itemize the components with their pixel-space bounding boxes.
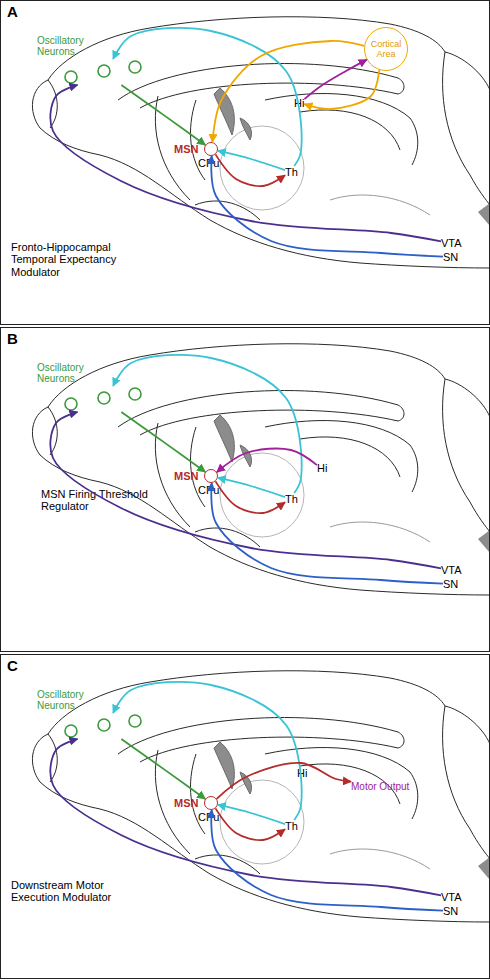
region-node: Hi <box>317 462 327 474</box>
brain-section <box>32 17 490 268</box>
region-node: SN <box>443 251 458 263</box>
region-label: SN <box>443 578 458 590</box>
connector-arrow <box>218 805 285 824</box>
neuron-circle: Cortical Area <box>364 27 408 71</box>
connector-arrow <box>215 154 285 186</box>
panel-letter: C <box>7 658 18 675</box>
region-node: VTA <box>441 237 462 249</box>
figure-panel: Cortical AreaHi Oscillatory NeuronsMSN ThV… <box>0 0 490 325</box>
region-node: VTA <box>441 891 462 903</box>
neuron-symbol <box>65 71 77 83</box>
region-label: VTA <box>441 564 462 576</box>
neuron-symbols <box>63 59 143 85</box>
connector-arrow <box>212 41 364 142</box>
connector-arrow <box>121 739 205 799</box>
connector-arrow <box>121 85 205 145</box>
region-label: CPu <box>198 811 219 823</box>
neuron-label: MSN <box>174 797 198 809</box>
region-label: CPu <box>198 484 219 496</box>
connector-arrow <box>211 483 443 584</box>
region-label: Hi <box>317 462 327 474</box>
neuron-label: MSN <box>174 470 198 482</box>
connector-arrow <box>304 70 379 109</box>
connector-arrow <box>113 28 301 166</box>
panel-title: Downstream Motor Execution Modulator <box>11 879 151 904</box>
connector-arrow <box>217 449 317 473</box>
region-label: SN <box>443 905 458 917</box>
region-node: VTA <box>441 564 462 576</box>
region-label: CPu <box>198 157 219 169</box>
neuron-circle: MSN <box>204 469 218 483</box>
neuron-circle: MSN <box>204 142 218 156</box>
neuron-symbol <box>129 61 141 73</box>
panel-letter: B <box>7 331 18 348</box>
connector-arrow <box>50 85 441 241</box>
output-label: Motor Output <box>351 781 409 792</box>
neuron-symbol <box>129 715 141 727</box>
panel-title: Fronto-Hippocampal Temporal Expectancy M… <box>11 241 151 278</box>
region-label: Th <box>285 493 298 505</box>
region-node: Hi <box>297 767 307 779</box>
neuron-symbols <box>63 713 143 739</box>
neuron-symbol <box>98 719 110 731</box>
connector-arrow <box>304 60 366 99</box>
connector-arrow <box>215 481 285 513</box>
region-label: Hi <box>297 767 307 779</box>
connector-arrow <box>50 412 441 568</box>
region-node: Th <box>285 166 298 178</box>
region-node: SN <box>443 905 458 917</box>
region-label: Th <box>285 166 298 178</box>
panel-letter: A <box>7 4 18 21</box>
region-label: Th <box>285 820 298 832</box>
neuron-symbols <box>63 386 143 412</box>
area-label: Cortical Area <box>365 39 407 59</box>
connector-arrow <box>215 808 285 840</box>
neuron-circle: MSN <box>204 796 218 810</box>
neuron-symbol <box>98 65 110 77</box>
connector-arrow <box>121 412 205 472</box>
region-node: Th <box>285 493 298 505</box>
neuron-symbol <box>98 392 110 404</box>
region-node: SN <box>443 578 458 590</box>
panel-title: MSN Firing Threshold Regulator <box>41 488 171 513</box>
brain-section <box>32 344 490 595</box>
region-label: VTA <box>441 237 462 249</box>
connector-arrow <box>211 156 443 257</box>
neuron-symbol <box>129 388 141 400</box>
connector-arrow <box>113 355 301 493</box>
neuron-symbol <box>65 398 77 410</box>
region-node: Hi <box>294 97 304 109</box>
region-node: Motor Output <box>351 781 409 792</box>
figure-panel: Oscillatory NeuronsHiMotor OutputMSN ThVT… <box>0 654 490 979</box>
region-label: SN <box>443 251 458 263</box>
neuron-label: Oscillatory Neurons <box>37 35 101 57</box>
neuron-label: Oscillatory Neurons <box>37 689 101 711</box>
connector-arrow <box>50 739 441 895</box>
connector-arrow <box>211 810 443 911</box>
neuron-group: Oscillatory Neurons <box>63 713 143 739</box>
region-label: VTA <box>441 891 462 903</box>
connector-arrow <box>217 763 351 799</box>
figure-panel: Oscillatory NeuronsMSN HiThVTA SN B MSN Firi… <box>0 327 490 652</box>
neuron-group: Oscillatory Neurons <box>63 386 143 412</box>
region-node: Th <box>285 820 298 832</box>
neuron-symbol <box>65 725 77 737</box>
connector-arrow <box>113 682 301 820</box>
connector-arrow <box>218 151 285 170</box>
neuron-label: MSN <box>174 143 198 155</box>
region-label: Hi <box>294 97 304 109</box>
connector-arrow <box>218 478 285 497</box>
neuron-label: Oscillatory Neurons <box>37 362 101 384</box>
neuron-group: Oscillatory Neurons <box>63 59 143 85</box>
